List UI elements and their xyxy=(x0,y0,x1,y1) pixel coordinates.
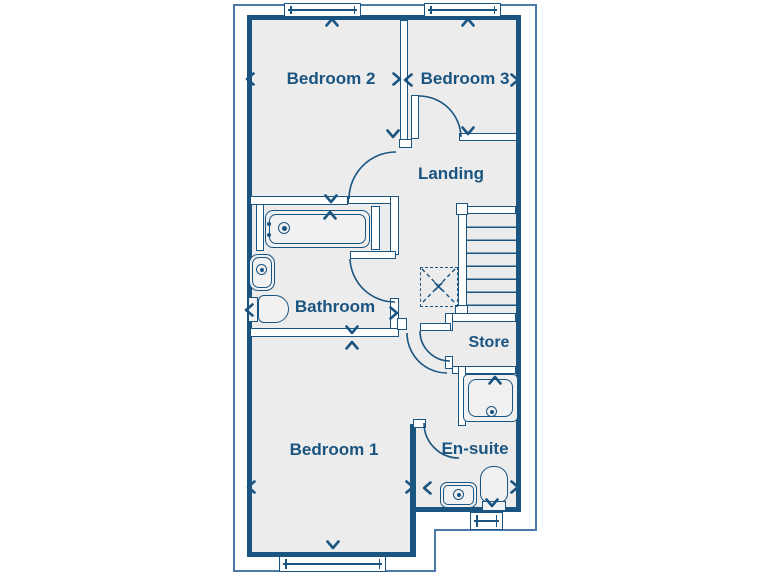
bathroom-toilet-bowl xyxy=(258,295,289,323)
ensuite-toilet-cistern xyxy=(482,501,506,511)
ensuite-basin-tap xyxy=(453,489,464,500)
page-border-top xyxy=(233,4,537,6)
wall-under-stairs xyxy=(445,313,516,322)
wall-exterior-ensuite-bottom xyxy=(410,507,521,512)
bathroom-basin-dot xyxy=(259,267,264,272)
room-label-store: Store xyxy=(468,334,510,351)
wall-bath-alcove-left xyxy=(256,204,264,251)
ensuite-basin-dot xyxy=(456,492,461,497)
wall-bedroom1-east xyxy=(410,424,416,557)
wall-jamb-bedroom1-door xyxy=(397,318,407,330)
bath-inner-line xyxy=(269,214,366,244)
stairs-newel-post-top xyxy=(456,203,468,215)
room-label-bedroom3: Bedroom 3 xyxy=(420,69,510,88)
room-label-ensuite: En-suite xyxy=(441,439,509,458)
window-ensuite xyxy=(470,512,503,530)
window-bedroom1 xyxy=(279,556,386,572)
wall-exterior-bedroom1-bottom xyxy=(247,552,416,557)
window-bedroom2 xyxy=(284,3,361,17)
wall-bathroom-south xyxy=(250,328,399,337)
page-border-left xyxy=(233,4,235,572)
wall-bathroom-east-upper xyxy=(390,196,399,255)
loft-hatch xyxy=(420,267,458,307)
wall-jamb-landing xyxy=(399,139,412,148)
shower-drain xyxy=(486,406,497,417)
shower-drain-dot xyxy=(489,409,494,414)
room-label-landing: Landing xyxy=(417,164,485,183)
page-border-step-h xyxy=(434,529,537,531)
room-label-bedroom2: Bedroom 2 xyxy=(286,69,376,88)
page-border-right xyxy=(535,4,537,531)
bathroom-basin-tap xyxy=(256,264,267,275)
wall-stairs-west xyxy=(458,206,467,318)
wall-ensuite-north xyxy=(452,366,516,374)
wall-bedroom2-south xyxy=(250,196,348,205)
wall-ensuite-door xyxy=(413,419,426,428)
room-label-bedroom1: Bedroom 1 xyxy=(289,440,379,459)
bathroom-basin-inner xyxy=(252,257,272,288)
door-leaf-bedroom3 xyxy=(411,95,419,139)
wall-bedroom2-bedroom3-divider xyxy=(400,20,408,140)
ensuite-basin-inner xyxy=(443,485,474,505)
bath-control-dot-2 xyxy=(267,233,271,237)
bath-tap-dot xyxy=(281,225,287,231)
wall-bath-alcove-right xyxy=(371,206,380,250)
floor-area-bedroom1-lower xyxy=(249,510,412,554)
bath-tap-icon xyxy=(278,222,290,234)
page-border-step-v xyxy=(434,529,436,572)
door-leaf-store xyxy=(420,323,451,331)
wall-exterior-top xyxy=(247,15,521,20)
ensuite-toilet-bowl xyxy=(480,466,508,503)
bathroom-toilet-cistern xyxy=(248,297,258,322)
wall-stairs-top-edge xyxy=(467,206,516,214)
door-leaf-bathroom xyxy=(350,251,396,259)
stairs-treads xyxy=(467,215,516,314)
window-bedroom3 xyxy=(424,3,501,17)
wall-exterior-right xyxy=(516,15,521,512)
bath-control-dot-1 xyxy=(267,222,271,226)
room-label-bathroom: Bathroom xyxy=(294,297,376,316)
wall-bedroom3-south xyxy=(459,133,517,141)
